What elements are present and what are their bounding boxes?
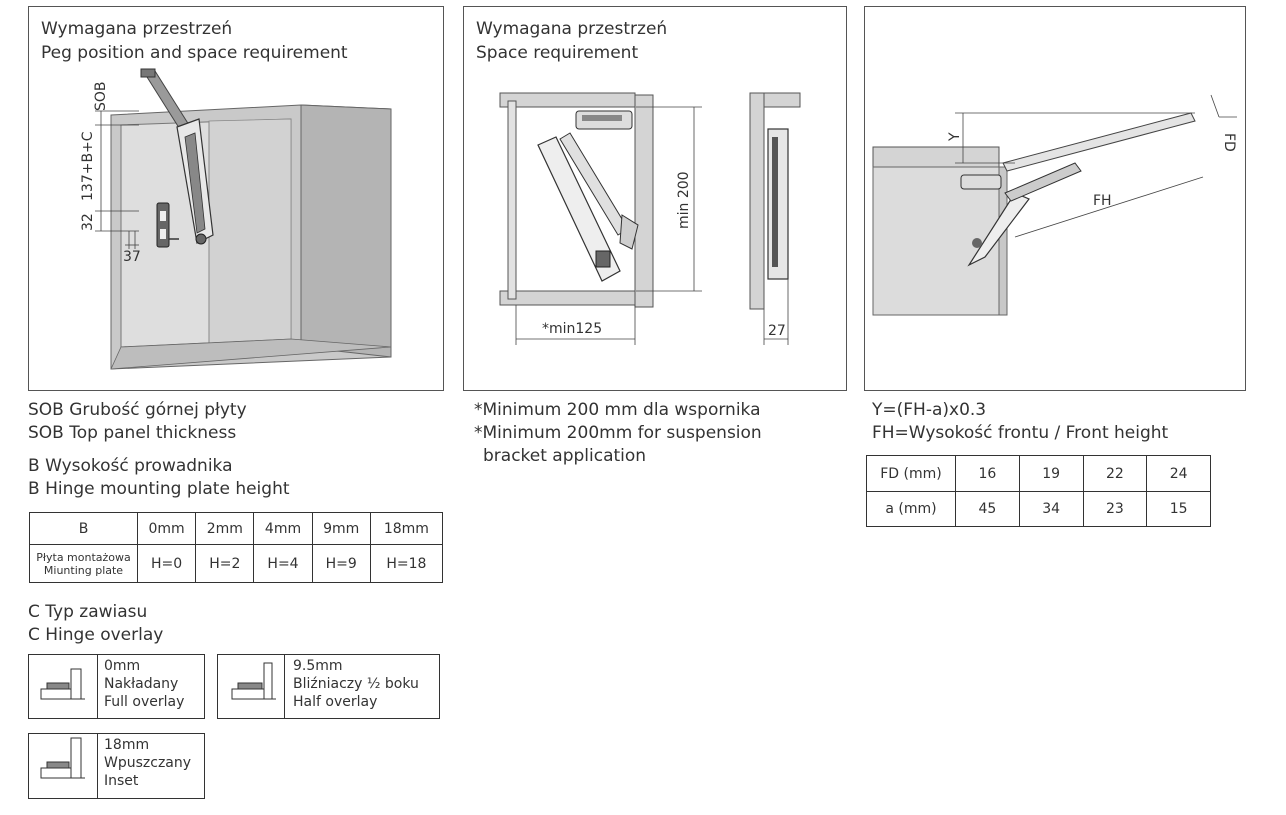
half-overlay-icon [218,655,285,718]
overlay-half-label: 9.5mm Bliźniaczy ½ boku Half overlay [293,657,419,711]
fd-row-label: FD (mm) [866,455,956,492]
b-header-2: 4mm [253,512,313,545]
mounting-plate-table: B 0mm 2mm 4mm 9mm 18mm Płyta montażowa M… [29,512,444,583]
row-label-en: Miunting plate [43,563,124,577]
inset-overlay-icon [29,734,98,798]
fd-value-3: 24 [1146,455,1211,492]
a-row-label: a (mm) [866,491,956,527]
overlay-full-label: 0mm Nakładany Full overlay [104,657,184,711]
panel-title: Wymagana przestrzeń Space requirement [476,17,667,65]
a-value-1: 34 [1018,491,1084,527]
c-legend: C Typ zawiasu C Hinge overlay [28,601,163,647]
full-overlay-icon [29,655,98,718]
overlay-name-pl: Wpuszczany [104,755,192,771]
bracket-note-en: *Minimum 200mm for suspension [474,423,762,443]
b-value-4: H=18 [369,544,444,583]
b-value-0: H=0 [136,544,197,583]
overlay-name-en: Inset [104,773,139,789]
bracket-note: *Minimum 200 mm dla wspornika *Minimum 2… [474,399,762,468]
sob-legend-pl: SOB Grubość górnej płyty [28,400,247,420]
overlay-size: 0mm [104,658,141,674]
overlay-inset: 18mm Wpuszczany Inset [28,733,205,799]
panel-title: Wymagana przestrzeń Peg position and spa… [41,17,348,65]
peg-position-panel: Wymagana przestrzeń Peg position and spa… [28,6,444,391]
overlay-name-en: Full overlay [104,694,185,710]
panel-title-pl: Wymagana przestrzeń [476,19,668,39]
b-header-1: 2mm [195,512,255,545]
bracket-note-pl: *Minimum 200 mm dla wspornika [474,400,761,420]
front-height-panel: Y FD FH [864,6,1246,391]
b-value-3: H=9 [311,544,371,583]
panel-title-pl: Wymagana przestrzeń [41,19,233,39]
fd-value-2: 22 [1082,455,1148,492]
b-legend-pl: B Wysokość prowadnika [28,456,233,476]
dim-32: 32 [80,213,96,231]
dim-min-200: min 200 [676,171,692,229]
fd-table: FD (mm) 16 19 22 24 a (mm) 45 34 23 15 [866,455,1211,527]
dim-fh: FH [1093,193,1112,209]
overlay-name-en: Half overlay [293,694,378,710]
overlay-size: 18mm [104,737,150,753]
b-header-cell: B [29,512,138,545]
row-label-pl: Płyta montażowa [36,550,131,564]
fd-value-0: 16 [955,455,1020,492]
overlay-name-pl: Nakładany [104,676,179,692]
bracket-note-en-2: bracket application [483,446,647,466]
table-row: Płyta montażowa Miunting plate H=0 H=2 H… [29,544,444,583]
sob-legend-en: SOB Top panel thickness [28,423,237,443]
formula: Y=(FH-a)x0.3 FH=Wysokość frontu / Front … [872,399,1168,445]
panel-title-en: Space requirement [476,43,639,63]
row-label-cell: Płyta montażowa Miunting plate [29,544,138,583]
a-value-2: 23 [1082,491,1148,527]
dim-fd: FD [1221,133,1237,152]
overlay-half: 9.5mm Bliźniaczy ½ boku Half overlay [217,654,440,719]
dim-min-125: *min125 [542,321,602,337]
formula-fh: FH=Wysokość frontu / Front height [872,423,1169,443]
overlay-inset-label: 18mm Wpuszczany Inset [104,736,191,790]
dim-27: 27 [768,323,786,339]
dim-y: Y [947,132,963,142]
b-header-3: 9mm [311,512,371,545]
b-legend: B Wysokość prowadnika B Hinge mounting p… [28,455,290,501]
table-row: FD (mm) 16 19 22 24 [866,455,1211,492]
dim-37: 37 [123,249,141,265]
overlay-size: 9.5mm [293,658,343,674]
b-header-4: 18mm [369,512,444,545]
cabinet-section-diagram: min 200 *min125 27 [499,92,801,345]
a-value-3: 15 [1146,491,1211,527]
table-row: B 0mm 2mm 4mm 9mm 18mm [29,512,444,545]
dim-sob: SOB [93,81,109,111]
panel-title-en: Peg position and space requirement [41,43,348,63]
table-row: a (mm) 45 34 23 15 [866,491,1211,527]
sob-legend: SOB Grubość górnej płyty SOB Top panel t… [28,399,247,445]
c-legend-en: C Hinge overlay [28,625,164,645]
b-legend-en: B Hinge mounting plate height [28,479,290,499]
b-header-0: 0mm [136,512,197,545]
space-requirement-panel: Wymagana przestrzeń Space requirement [463,6,847,391]
formula-y: Y=(FH-a)x0.3 [872,400,987,420]
lift-geometry-diagram: Y FD FH [872,94,1237,316]
cabinet-peg-diagram: SOB 137+B+C 32 37 [80,68,392,370]
overlay-name-pl: Bliźniaczy ½ boku [293,676,419,692]
c-legend-pl: C Typ zawiasu [28,602,148,622]
b-value-2: H=4 [253,544,313,583]
overlay-full: 0mm Nakładany Full overlay [28,654,205,719]
b-value-1: H=2 [195,544,255,583]
dim-137-b-c: 137+B+C [80,131,96,201]
a-value-0: 45 [955,491,1020,527]
fd-value-1: 19 [1018,455,1084,492]
